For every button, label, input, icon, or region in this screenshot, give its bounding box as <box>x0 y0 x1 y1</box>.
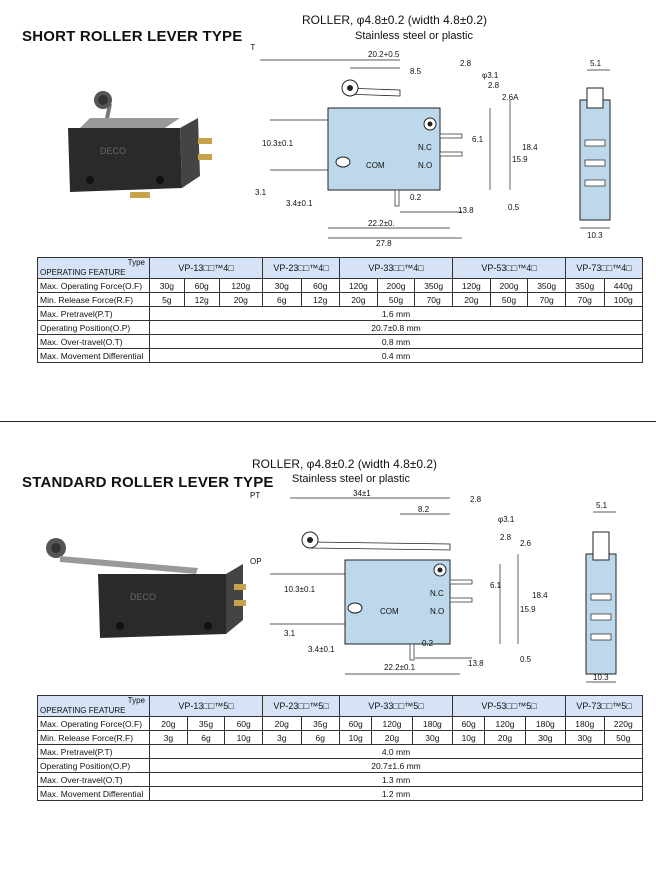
dim-d12: 3.4±0.1 <box>308 645 335 654</box>
dimension-drawing: PT OP 34±1 8.2 2.8 φ3.1 2.8 2.6 10.3±0.1… <box>250 489 617 683</box>
dim-d9: 18.4 <box>522 143 538 152</box>
dim-w2: 10.3 <box>587 231 603 240</box>
label-nc: N.C <box>430 589 444 598</box>
dim-d12: 3.4±0.1 <box>286 199 313 208</box>
roller-note: ROLLER, φ4.8±0.2 (width 4.8±0.2) <box>252 457 438 471</box>
model-header: VP-73□□™5□ <box>565 695 643 717</box>
model-header: VP-33□□™5□ <box>339 695 453 717</box>
dim-d7: 10.3±0.1 <box>262 139 294 148</box>
dim-pt: PT <box>250 43 255 52</box>
dim-d11: 3.1 <box>255 188 267 197</box>
dim-op: OP <box>250 557 262 566</box>
dim-w2: 10.3 <box>593 673 609 682</box>
model-header: VP-23□□™5□ <box>262 695 340 717</box>
row-pt: Max. Pretravel(P.T)4.0 mm <box>37 744 643 759</box>
dim-d16: 22.2±0.1 <box>384 663 416 672</box>
dim-d8: 6.1 <box>490 581 502 590</box>
dim-d1: 34±1 <box>353 489 371 498</box>
svg-text:DECO: DECO <box>100 146 126 156</box>
svg-text:DECO: DECO <box>130 592 156 602</box>
dim-d3: 2.8 <box>470 495 482 504</box>
roller-note: ROLLER, φ4.8±0.2 (width 4.8±0.2) <box>302 13 488 27</box>
switch-photo: DECO <box>68 91 212 198</box>
dim-d5: 2.8 <box>488 81 500 90</box>
spec-table: Type OPERATING FEATURE VP-13□□™4□ VP-23□… <box>37 257 643 363</box>
dim-d1: 20.2+0.5 <box>368 50 400 59</box>
section-title: STANDARD ROLLER LEVER TYPE <box>22 474 274 491</box>
dim-d5: 2.8 <box>500 533 512 542</box>
dim-d11: 3.1 <box>284 629 296 638</box>
label-no: N.O <box>430 607 444 616</box>
dim-d2: 8.2 <box>418 505 430 514</box>
row-op: Operating Position(O.P)20.7±1.6 mm <box>37 758 643 773</box>
model-header: VP-53□□™4□ <box>452 257 566 279</box>
dim-d16: 22.2±0. <box>368 219 395 228</box>
section-short-roller: SHORT ROLLER LEVER TYPE ROLLER, φ4.8±0.2… <box>0 0 656 420</box>
dim-d10: 15.9 <box>520 605 536 614</box>
section-title: SHORT ROLLER LEVER TYPE <box>22 28 243 45</box>
label-nc: N.C <box>418 143 432 152</box>
label-no: N.O <box>418 161 432 170</box>
dim-pt: PT <box>250 491 260 500</box>
dimension-drawing: PT OP 20.2+0.5 8.5 2.8 φ3.1 2.8 2.6A 10.… <box>250 43 611 248</box>
material-note: Stainless steel or plastic <box>355 30 473 42</box>
dim-d6: 2.6A <box>502 93 519 102</box>
dim-d2: 8.5 <box>410 67 422 76</box>
dim-d15: 13.8 <box>468 659 484 668</box>
dim-d15: 13.8 <box>458 206 474 215</box>
dim-d8: 6.1 <box>472 135 484 144</box>
row-op: Operating Position(O.P)20.7±0.8 mm <box>37 320 643 335</box>
dim-d14: 0.5 <box>520 655 532 664</box>
model-header: VP-73□□™4□ <box>565 257 643 279</box>
model-header: VP-53□□™5□ <box>452 695 566 717</box>
dim-w1: 5.1 <box>590 59 602 68</box>
dim-d4: φ3.1 <box>482 71 499 80</box>
dim-d3: 2.8 <box>460 59 472 68</box>
dim-d10: 15.9 <box>512 155 528 164</box>
spec-table: Type OPERATING FEATURE VP-13□□™5□ VP-23□… <box>37 695 643 801</box>
dim-w1: 5.1 <box>596 501 608 510</box>
model-header: VP-13□□™5□ <box>149 695 263 717</box>
material-note: Stainless steel or plastic <box>292 473 410 485</box>
dim-d7: 10.3±0.1 <box>284 585 316 594</box>
dim-d14: 0.5 <box>508 203 520 212</box>
label-com: COM <box>366 161 385 170</box>
label-com: COM <box>380 607 399 616</box>
dim-d13: 0.2 <box>422 639 434 648</box>
dim-d9: 18.4 <box>532 591 548 600</box>
model-header: VP-23□□™4□ <box>262 257 340 279</box>
model-header: VP-33□□™4□ <box>339 257 453 279</box>
switch-photo: DECO <box>46 538 246 638</box>
dim-d6: 2.6 <box>520 539 532 548</box>
row-ot: Max. Over-travel(O.T)1.3 mm <box>37 772 643 787</box>
dim-d17: 27.8 <box>376 239 392 248</box>
row-ot: Max. Over-travel(O.T)0.8 mm <box>37 334 643 349</box>
table-header-cell: Type OPERATING FEATURE <box>37 695 150 717</box>
dim-d4: φ3.1 <box>498 515 515 524</box>
table-header-cell: Type OPERATING FEATURE <box>37 257 150 279</box>
model-header: VP-13□□™4□ <box>149 257 263 279</box>
section-divider <box>0 421 656 422</box>
row-pt: Max. Pretravel(P.T)1.6 mm <box>37 306 643 321</box>
section-standard-roller: STANDARD ROLLER LEVER TYPE ROLLER, φ4.8±… <box>0 440 656 888</box>
dim-d13: 0.2 <box>410 193 422 202</box>
